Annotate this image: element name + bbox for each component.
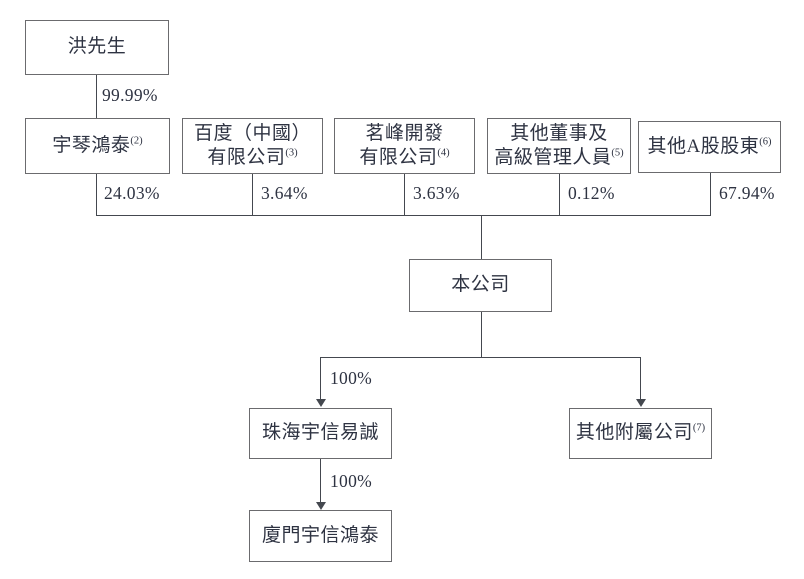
node-other-directors-line1: 其他董事及 (510, 122, 608, 144)
arrowhead-company-to-other-subsidiaries (636, 399, 646, 407)
connector-company-stem (481, 312, 483, 357)
node-mr-hong-label: 洪先生 (67, 36, 127, 58)
connector-zhuhai-to-xiamen (320, 459, 322, 504)
node-baidu-china: 百度（中國） 有限公司(3) (182, 118, 323, 174)
pct-directors-to-company: 0.12% (568, 183, 615, 203)
connector-directors-stem (559, 174, 561, 215)
node-other-directors: 其他董事及高級管理人員(5) (487, 118, 631, 174)
node-other-subsidiaries: 其他附屬公司(7) (569, 408, 712, 459)
node-yuqin-hongtai-label: 宇琴鴻泰(2) (52, 134, 143, 156)
pct-company-to-zhuhai: 100% (330, 368, 373, 388)
pct-hong-to-yuqin: 99.99% (102, 85, 158, 105)
connector-yuqin-stem (96, 174, 98, 215)
node-mingfeng: 茗峰開發有限公司(4) (334, 118, 475, 174)
connector-bus-to-company (481, 215, 483, 259)
footnote-marker-2: (2) (130, 135, 143, 147)
footnote-marker-3: (3) (285, 147, 298, 159)
node-mingfeng-line2: 有限公司(4) (359, 147, 450, 168)
connector-hong-to-yuqin (96, 75, 98, 118)
node-zhuhai: 珠海宇信易誠 (249, 408, 392, 459)
node-mr-hong: 洪先生 (25, 20, 169, 75)
node-xiamen-label: 廈門宇信鴻泰 (261, 524, 379, 546)
node-company: 本公司 (409, 259, 552, 312)
pct-baidu-to-company: 3.64% (261, 183, 308, 203)
node-company-label: 本公司 (451, 274, 510, 296)
footnote-marker-5: (5) (611, 147, 624, 159)
footnote-marker-4: (4) (437, 147, 450, 159)
connector-company-to-zhuhai (320, 357, 322, 401)
node-other-a-shareholders-label: 其他A股股東(6) (647, 135, 772, 157)
node-zhuhai-label: 珠海宇信易誠 (261, 422, 379, 444)
node-yuqin-hongtai: 宇琴鴻泰(2) (25, 118, 170, 174)
node-baidu-china-line2: 有限公司(3) (207, 147, 298, 168)
connector-company-to-other-subsidiaries (640, 357, 642, 401)
footnote-marker-7: (7) (692, 423, 706, 435)
pct-a-shareholders-to-company: 67.94% (719, 183, 775, 203)
pct-zhuhai-to-xiamen: 100% (330, 471, 373, 491)
node-baidu-china-text: 百度（中國） 有限公司(3) (194, 122, 311, 171)
pct-mingfeng-to-company: 3.63% (413, 183, 460, 203)
node-other-subsidiaries-label: 其他附屬公司(7) (575, 422, 706, 444)
connector-subsidiaries-bus (320, 357, 641, 359)
footnote-marker-6: (6) (759, 136, 772, 148)
node-baidu-china-line1: 百度（中國） (193, 122, 311, 144)
connector-mingfeng-stem (404, 174, 406, 215)
pct-yuqin-to-company: 24.03% (104, 183, 160, 203)
node-mingfeng-text: 茗峰開發有限公司(4) (359, 122, 449, 171)
connector-shareholders-bus (96, 215, 711, 217)
connector-baidu-stem (252, 174, 254, 215)
node-other-directors-text: 其他董事及高級管理人員(5) (494, 122, 623, 171)
arrowhead-company-to-zhuhai (316, 399, 326, 407)
node-other-a-shareholders: 其他A股股東(6) (638, 121, 781, 173)
node-xiamen: 廈門宇信鴻泰 (249, 510, 392, 562)
node-other-directors-line2: 高級管理人員(5) (494, 147, 624, 168)
connector-a-shareholders-stem (710, 173, 712, 215)
arrowhead-zhuhai-to-xiamen (316, 502, 326, 510)
node-mingfeng-line1: 茗峰開發 (365, 122, 444, 144)
